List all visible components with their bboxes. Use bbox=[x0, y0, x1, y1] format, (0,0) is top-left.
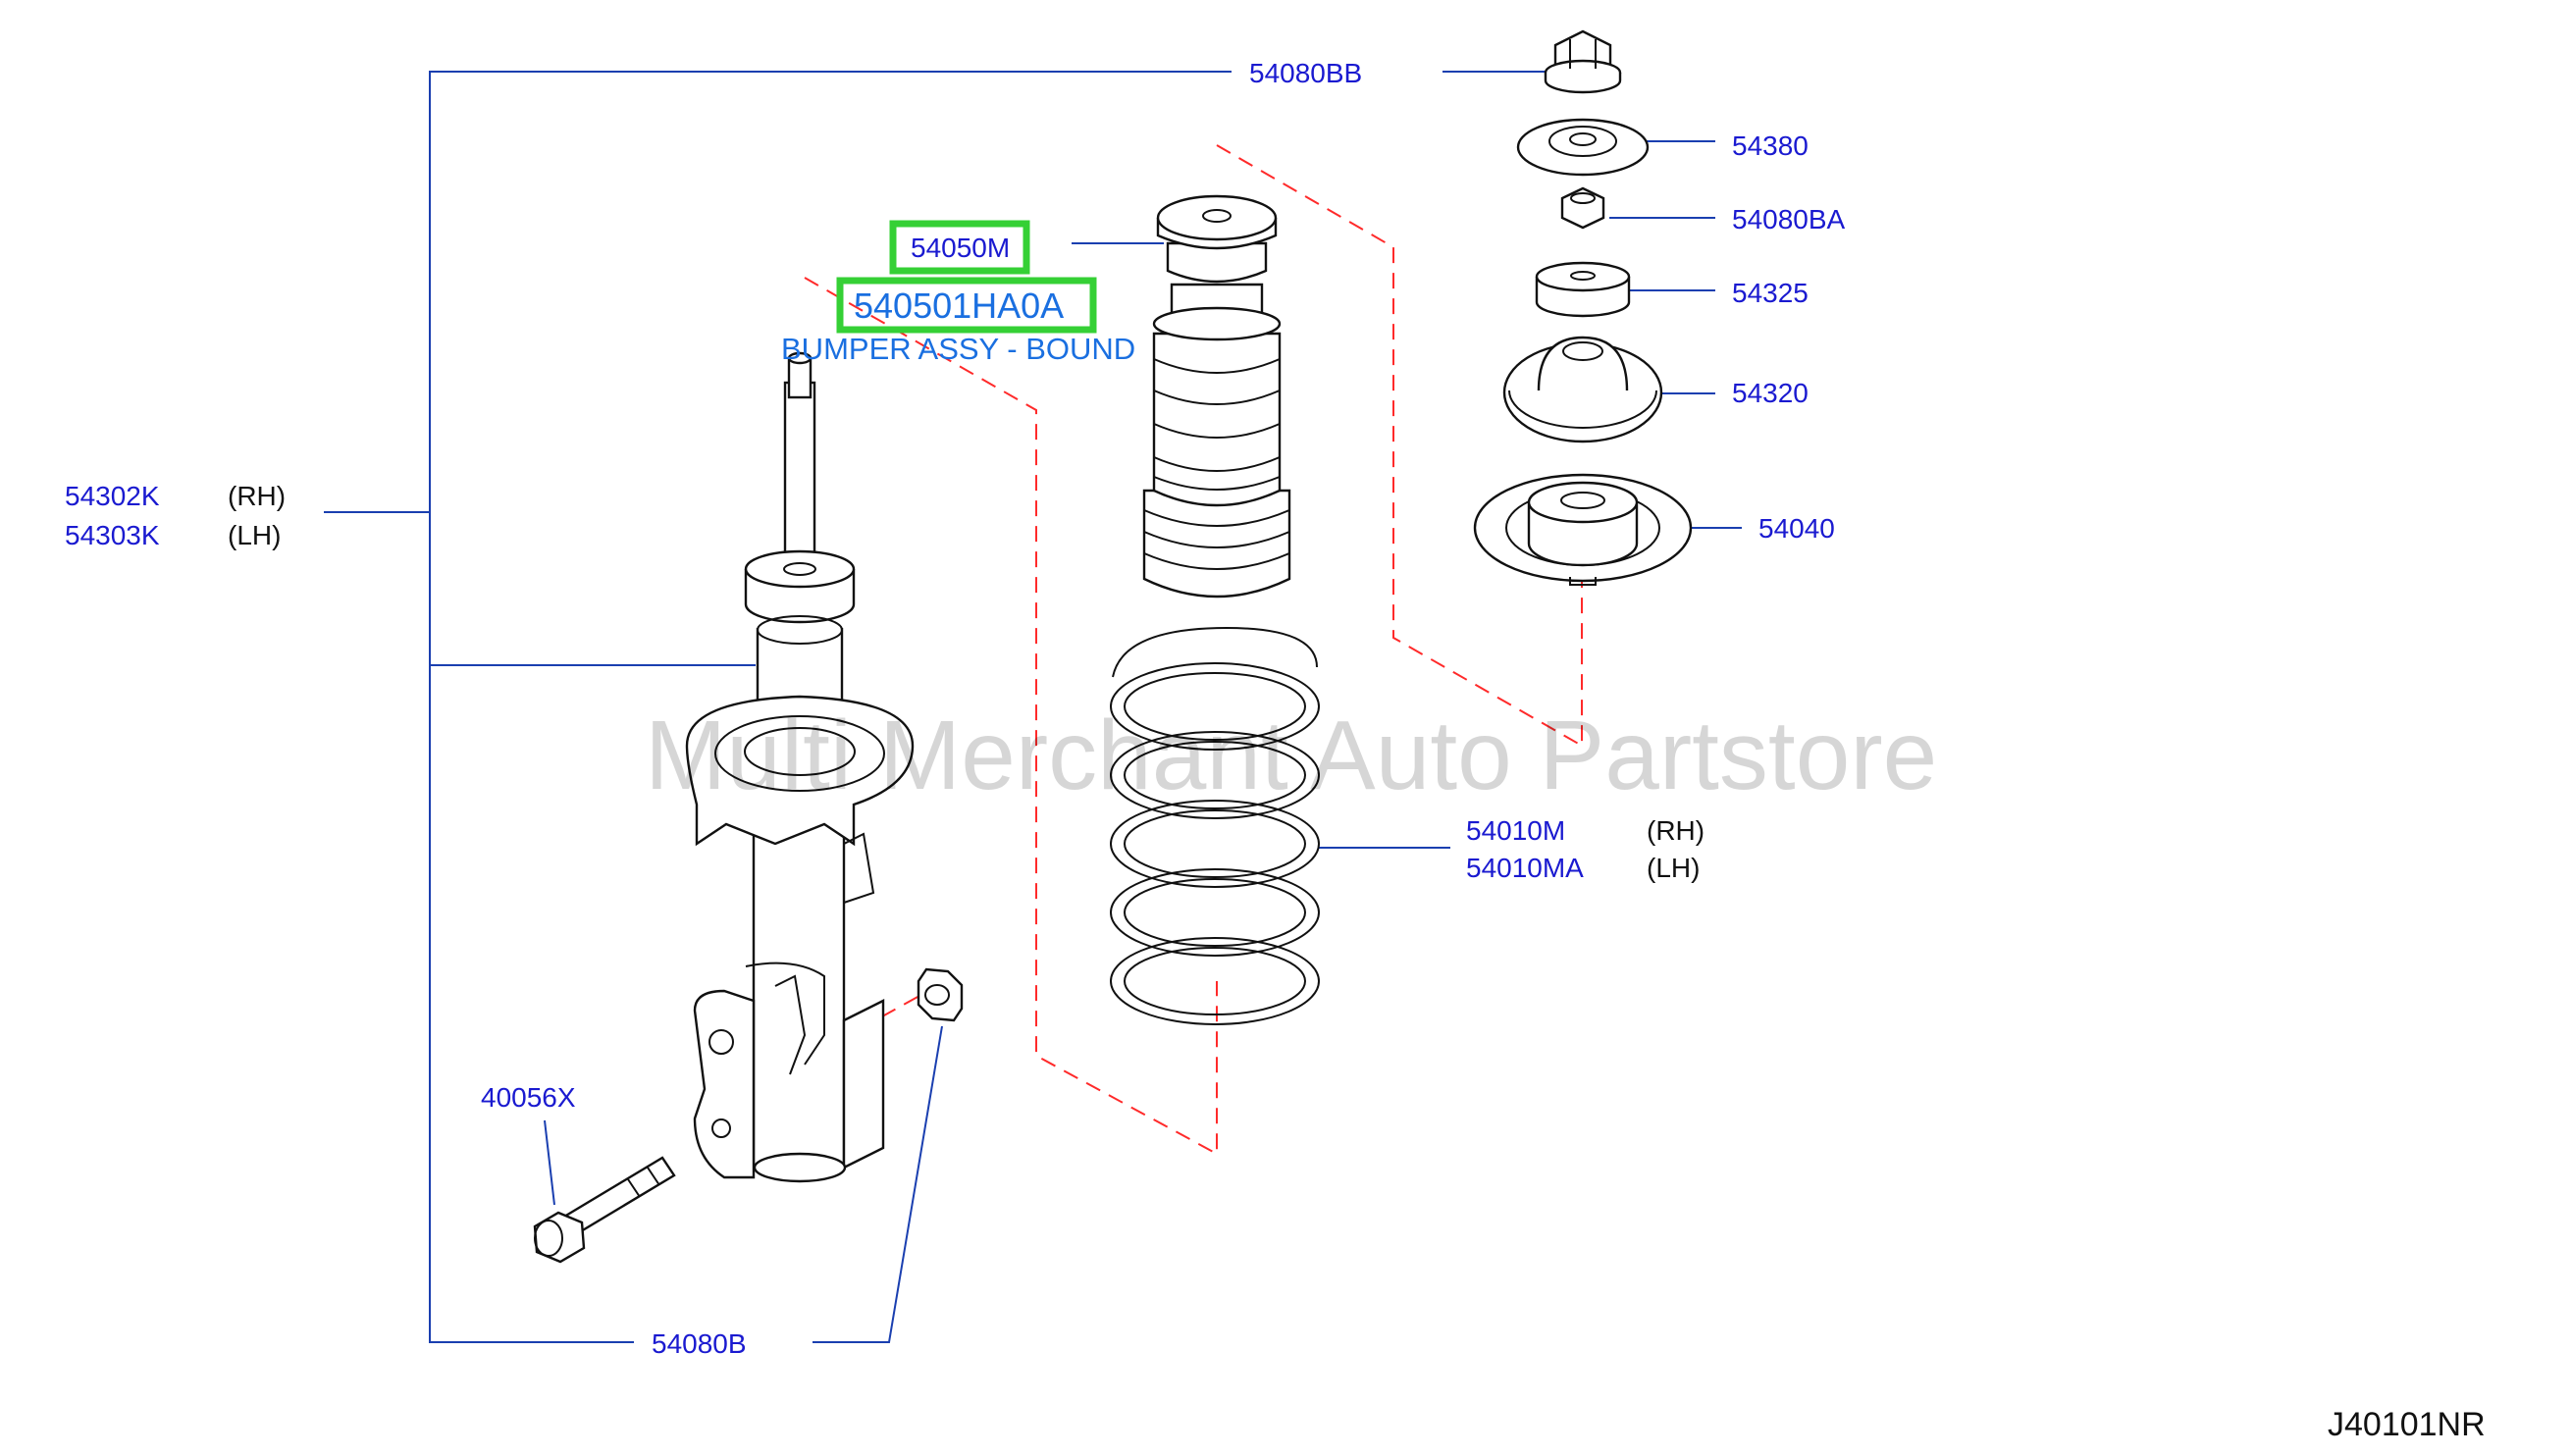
callout-spring-rh[interactable]: 54010M bbox=[1466, 815, 1565, 846]
strut-rh-side: (RH) bbox=[228, 481, 286, 511]
small-nut-part[interactable] bbox=[1560, 186, 1605, 230]
leader-lines bbox=[324, 71, 1742, 1343]
callout-strut-rh[interactable]: 54302K bbox=[65, 481, 160, 511]
selected-part-highlight bbox=[836, 277, 1097, 334]
callout-bound-bumper[interactable]: 54050M bbox=[911, 233, 1010, 263]
strut-lh-side: (LH) bbox=[228, 520, 281, 550]
bolt-part[interactable] bbox=[533, 1156, 676, 1264]
spring-seat-part[interactable] bbox=[1473, 473, 1693, 586]
strut-assembly-part[interactable] bbox=[685, 351, 915, 1183]
callout-spring-lh[interactable]: 54010MA bbox=[1466, 853, 1584, 883]
spring-lh-side: (LH) bbox=[1647, 853, 1700, 883]
watermark: Multi Merchant Auto Partstore bbox=[645, 701, 1937, 810]
bound-bumper-highlight bbox=[889, 220, 1030, 275]
selected-part-description: BUMPER ASSY - BOUND bbox=[781, 332, 1135, 366]
callout-strut-lh[interactable]: 54303K bbox=[65, 520, 160, 550]
callout-small-nut[interactable]: 54080BA bbox=[1732, 204, 1846, 234]
coil-spring-part[interactable] bbox=[1110, 626, 1320, 1025]
callout-lower-nut[interactable]: 54080B bbox=[652, 1328, 747, 1359]
callout-top-nut[interactable]: 54080BB bbox=[1249, 58, 1362, 88]
selected-part-number[interactable]: 540501HA0A bbox=[854, 286, 1064, 326]
mount-insulator-part[interactable] bbox=[1502, 336, 1663, 443]
diagram-code: J40101NR bbox=[2328, 1406, 2486, 1443]
callout-bushing[interactable]: 54325 bbox=[1732, 278, 1809, 308]
top-nut-part[interactable] bbox=[1544, 29, 1622, 94]
bound-bumper-part[interactable] bbox=[1142, 194, 1291, 598]
callout-mount-insulator[interactable]: 54320 bbox=[1732, 378, 1809, 408]
callout-spring-seat[interactable]: 54040 bbox=[1758, 513, 1835, 544]
seat-part[interactable] bbox=[1516, 118, 1650, 177]
callout-bolt[interactable]: 40056X bbox=[481, 1082, 576, 1113]
lower-nut-part[interactable] bbox=[917, 967, 964, 1022]
callout-seat[interactable]: 54380 bbox=[1732, 130, 1809, 161]
bushing-part[interactable] bbox=[1535, 261, 1631, 318]
spring-rh-side: (RH) bbox=[1647, 815, 1705, 846]
